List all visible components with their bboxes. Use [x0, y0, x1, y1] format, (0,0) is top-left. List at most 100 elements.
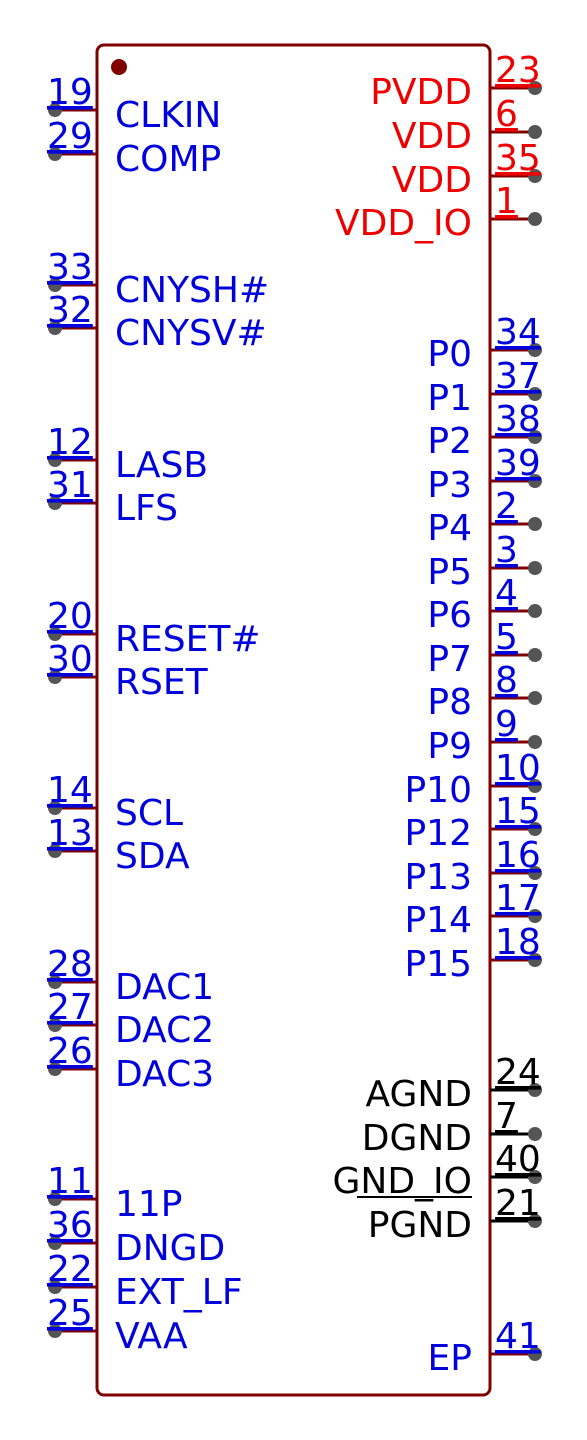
pin-endpoint-8 — [528, 691, 542, 705]
pin-number-31: 31 — [47, 465, 93, 506]
pin-number-23: 23 — [495, 50, 541, 91]
pin-number-18: 18 — [495, 922, 541, 963]
pin-number-35: 35 — [495, 138, 541, 179]
pin-number-8: 8 — [495, 660, 518, 701]
pin-number-36: 36 — [47, 1205, 93, 1246]
pin-label-clkin: CLKIN — [115, 95, 221, 136]
pin-label-p8-8: P8 — [427, 682, 472, 723]
pin-number-22: 22 — [47, 1249, 93, 1290]
pin-number-28: 28 — [47, 944, 93, 985]
pin-number-5: 5 — [495, 617, 518, 658]
pin-label-rset: RSET — [115, 662, 209, 703]
pin-endpoint-16 — [528, 866, 542, 880]
pin-endpoint-10 — [528, 779, 542, 793]
pin-endpoint-18 — [528, 953, 542, 967]
pin-endpoint-31 — [48, 496, 62, 510]
pin-label-vdd-35: VDD — [392, 160, 472, 201]
pin-endpoint-5 — [528, 648, 542, 662]
pin-endpoint-1 — [528, 212, 542, 226]
pin-number-29: 29 — [47, 116, 93, 157]
pin-number-15: 15 — [495, 791, 541, 832]
pin-number-6: 6 — [495, 94, 518, 135]
pin-endpoint-17 — [528, 909, 542, 923]
pin-number-30: 30 — [47, 639, 93, 680]
pin-number-39: 39 — [495, 443, 541, 484]
pin-label-p13-16: P13 — [404, 857, 472, 898]
pin-number-32: 32 — [47, 290, 93, 331]
pin-endpoint-29 — [48, 147, 62, 161]
pin-label-ext-lf: EXT_LF — [115, 1272, 243, 1313]
pin-endpoint-35 — [528, 169, 542, 183]
pin-label-p4-2: P4 — [427, 508, 472, 549]
pin-endpoint-33 — [48, 278, 62, 292]
pin-number-10: 10 — [495, 748, 541, 789]
pin-endpoint-38 — [528, 430, 542, 444]
pin-label-p9-9: P9 — [427, 726, 472, 767]
pin-endpoint-21 — [528, 1214, 542, 1228]
pin-label-p10-10: P10 — [404, 770, 472, 811]
pin-endpoint-32 — [48, 321, 62, 335]
pin-label-scl: SCL — [115, 793, 183, 834]
pin-endpoint-15 — [528, 822, 542, 836]
pin-label-p12-15: P12 — [404, 813, 472, 854]
pin-label-ep-41: EP — [428, 1338, 472, 1379]
pin-endpoint-39 — [528, 474, 542, 488]
pin-number-41: 41 — [495, 1316, 541, 1357]
pin-number-7: 7 — [495, 1096, 518, 1137]
pin-endpoint-12 — [48, 453, 62, 467]
pin-endpoint-26 — [48, 1062, 62, 1076]
pin-label-vaa: VAA — [115, 1316, 188, 1357]
pin-number-27: 27 — [47, 987, 93, 1028]
pin-label-p7-5: P7 — [427, 639, 472, 680]
pin-label-dac1: DAC1 — [115, 967, 214, 1008]
pin-label-p15-18: P15 — [404, 944, 472, 985]
pin-endpoint-40 — [528, 1170, 542, 1184]
pin-endpoint-34 — [528, 343, 542, 357]
pin-number-21: 21 — [495, 1183, 541, 1224]
pin-endpoint-41 — [528, 1347, 542, 1361]
pin-label-dngd: DNGD — [115, 1228, 225, 1269]
pin-endpoint-14 — [48, 801, 62, 815]
pin-number-4: 4 — [495, 573, 518, 614]
pin-number-3: 3 — [495, 530, 518, 571]
pin-label-p6-4: P6 — [427, 595, 472, 636]
pin-label-p2-38: P2 — [427, 421, 472, 462]
pin-label-dgnd-7: DGND — [362, 1118, 472, 1159]
pin-number-11: 11 — [47, 1161, 93, 1202]
pin-number-25: 25 — [47, 1293, 93, 1334]
pin-endpoint-4 — [528, 604, 542, 618]
pin-label-cnysv: CNYSV# — [115, 313, 267, 354]
pin-number-34: 34 — [495, 312, 541, 353]
pin-number-38: 38 — [495, 399, 541, 440]
pin-endpoint-7 — [528, 1127, 542, 1141]
pin-endpoint-9 — [528, 735, 542, 749]
pin-number-20: 20 — [47, 596, 93, 637]
pin-label-p14-17: P14 — [404, 900, 472, 941]
pin-endpoint-22 — [48, 1280, 62, 1294]
pin-label-vdd-6: VDD — [392, 116, 472, 157]
pin-endpoint-13 — [48, 844, 62, 858]
pin-endpoint-6 — [528, 125, 542, 139]
pin-number-24: 24 — [495, 1052, 541, 1093]
pin-number-9: 9 — [495, 704, 518, 745]
pin-number-40: 40 — [495, 1139, 541, 1180]
pin-endpoint-27 — [48, 1018, 62, 1032]
pin-endpoint-3 — [528, 561, 542, 575]
pin-label-sda: SDA — [115, 836, 190, 877]
pin-label-11p: 11P — [115, 1184, 183, 1225]
pin-label-lfs: LFS — [115, 488, 178, 529]
pin-number-16: 16 — [495, 835, 541, 876]
pin-number-1: 1 — [495, 181, 518, 222]
pin-label-pgnd-21: PGND — [368, 1205, 472, 1246]
pin-endpoint-24 — [528, 1083, 542, 1097]
ic-body-outline — [95, 43, 492, 1397]
pin-label-pvdd-23: PVDD — [370, 72, 472, 113]
pin-label-dac2: DAC2 — [115, 1010, 214, 1051]
pin-endpoint-2 — [528, 517, 542, 531]
pin-endpoint-28 — [48, 975, 62, 989]
pin-number-19: 19 — [47, 72, 93, 113]
pin-label-p0-34: P0 — [427, 334, 472, 375]
pin-label-cnysh: CNYSH# — [115, 270, 269, 311]
pin-label-agnd-24: AGND — [365, 1074, 472, 1115]
